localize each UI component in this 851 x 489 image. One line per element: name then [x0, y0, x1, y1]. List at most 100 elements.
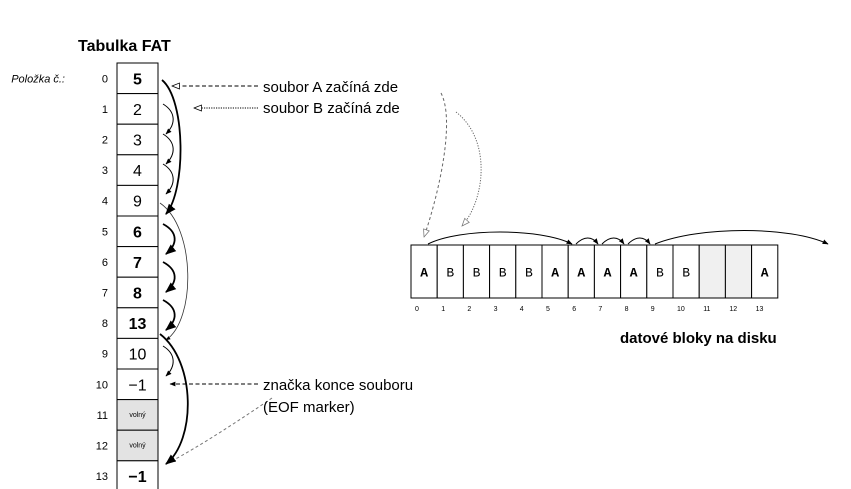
fat-cell	[116, 62, 159, 95]
disk-block-label: B	[525, 266, 533, 281]
fat-value: −1	[128, 469, 146, 486]
fat-chain-a	[161, 79, 182, 215]
fat-value: 8	[133, 286, 142, 303]
fat-index: 12	[96, 441, 108, 453]
fat-index: 9	[102, 349, 108, 361]
fat-index: 7	[102, 288, 108, 300]
disk-block	[515, 244, 543, 299]
fat-free-value: volný	[129, 443, 146, 450]
fat-value: 4	[133, 163, 142, 180]
disk-block	[593, 244, 622, 299]
fat-index: 4	[102, 196, 108, 208]
fat-cell	[116, 368, 159, 401]
disk-block-index: 7	[598, 306, 602, 313]
file-b-start-label: soubor B začíná zde	[263, 100, 400, 117]
fat-index-label: Položka č.:	[11, 73, 65, 85]
disk-arc-a	[427, 231, 573, 245]
disk-block-label: A	[761, 266, 769, 281]
disk-block-label: A	[604, 266, 612, 281]
fat-value: 5	[133, 71, 142, 88]
fat-chain-b	[162, 345, 174, 377]
fat-chain-a	[162, 223, 177, 255]
disk-block-label: B	[682, 266, 690, 281]
disk-block	[462, 244, 491, 299]
fat-index: 3	[102, 165, 108, 177]
disk-block	[489, 244, 517, 299]
disk-block-index: 8	[625, 306, 629, 313]
fat-chain-b	[162, 163, 174, 195]
disk-block-label: B	[499, 266, 507, 281]
fat-cell	[116, 154, 159, 186]
disk-block-index: 3	[494, 306, 498, 313]
fat-index: 0	[102, 73, 108, 85]
disk-block	[436, 244, 464, 299]
disk-block-label: A	[420, 266, 428, 281]
disk-arc-a	[654, 230, 829, 245]
fat-index: 11	[97, 410, 108, 422]
fat-cell	[116, 399, 159, 431]
file-a-to-disk	[424, 92, 448, 237]
disk-block-index: 6	[572, 306, 576, 313]
fat-value: 6	[133, 224, 142, 241]
disk-arc-a	[627, 237, 651, 245]
fat-chain-b	[162, 103, 174, 135]
file-b-to-disk	[455, 111, 482, 226]
disk-block	[672, 244, 700, 299]
disk-arc-a	[575, 237, 599, 245]
disk-block-label: A	[630, 266, 638, 281]
disk-block	[541, 244, 569, 299]
file-a-start-label: soubor A začíná zde	[263, 79, 398, 96]
fat-chain-b	[162, 133, 174, 165]
fat-value: −1	[128, 377, 146, 394]
disk-chain-arcs	[427, 230, 829, 245]
fat-index: 8	[102, 318, 108, 330]
fat-value: 3	[133, 133, 142, 150]
disk-block	[698, 244, 726, 299]
disk-block	[751, 244, 779, 299]
disk-caption: datové bloky na disku	[620, 330, 777, 347]
eof-to-last	[169, 397, 273, 463]
disk-block-index: 5	[546, 306, 550, 313]
fat-chain-a	[162, 299, 177, 331]
fat-index: 10	[96, 379, 108, 391]
fat-title: Tabulka FAT	[78, 38, 171, 55]
disk-block-label: A	[551, 266, 559, 281]
disk-block-index: 11	[703, 306, 710, 313]
fat-index: 13	[96, 471, 108, 483]
disk-block-index: 0	[415, 306, 419, 313]
fat-value: 10	[129, 347, 147, 364]
disk-block	[620, 244, 648, 299]
fat-free-value: volný	[129, 412, 146, 419]
fat-cell	[116, 337, 159, 370]
fat-index: 2	[102, 135, 108, 147]
fat-chain-a	[159, 333, 189, 465]
disk-block-index: 12	[729, 306, 737, 313]
fat-index: 1	[102, 104, 108, 116]
disk-block-index: 13	[756, 306, 764, 313]
disk-block	[410, 244, 438, 299]
fat-cell	[116, 460, 159, 489]
disk-block-label: B	[656, 266, 664, 281]
disk-block-label: A	[577, 266, 585, 281]
fat-value: 9	[133, 194, 142, 211]
fat-value: 13	[129, 316, 147, 333]
annotation-leaders	[169, 86, 482, 463]
fat-value: 2	[133, 102, 142, 119]
disk-arc-a	[601, 237, 625, 245]
eof-marker-label: (EOF marker)	[263, 399, 355, 416]
fat-index: 6	[102, 257, 108, 269]
fat-chain-a	[162, 261, 177, 293]
fat-chain-arcs	[159, 79, 189, 465]
fat-value: 7	[133, 255, 142, 272]
disk-block-index: 2	[467, 306, 471, 313]
fat-cell	[116, 215, 159, 248]
disk-block	[724, 244, 753, 299]
disk-block-label: B	[446, 266, 454, 281]
fat-cell	[116, 276, 159, 309]
fat-cell	[116, 93, 159, 125]
disk-block-index: 9	[651, 306, 655, 313]
disk-block-index: 1	[441, 306, 445, 313]
